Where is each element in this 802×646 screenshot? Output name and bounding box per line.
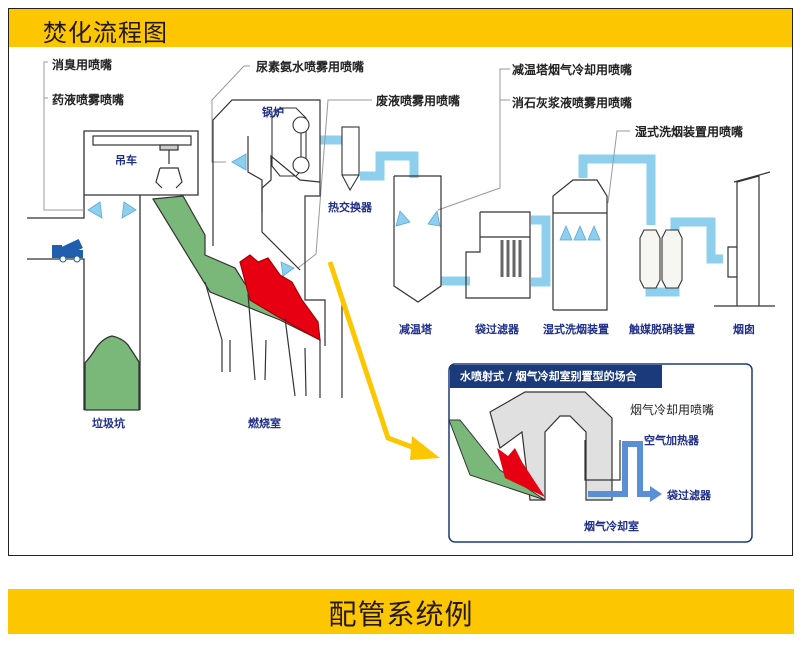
inset-arrow: [327, 261, 440, 460]
inset-flue-gas-cooling-chamber: 烟气冷却室: [584, 520, 639, 533]
label-combustion-chamber: 燃烧室: [248, 417, 281, 430]
truck-icon: [52, 238, 83, 263]
wet-scrubber: [552, 179, 608, 311]
label-heat-exchanger: 热交换器: [328, 201, 372, 214]
callout-urea-ammonia-nozzle: 尿素氨水喷雾用喷嘴: [256, 60, 365, 74]
header-bar: 焚化流程图: [9, 9, 792, 47]
label-catalytic-denitration: 触媒脱硝装置: [629, 323, 695, 336]
inset-panel: [448, 363, 753, 543]
spray-nozzles: [87, 153, 601, 277]
callout-wet-scrubber-nozzle: 湿式洗烟装置用喷嘴: [635, 125, 744, 139]
label-cooling-tower: 减温塔: [399, 323, 432, 336]
callout-lime-slurry-nozzle: 消石灰浆液喷雾用喷嘴: [512, 96, 633, 110]
crane: [92, 135, 192, 189]
cooling-tower: [393, 175, 442, 303]
label-chimney: 烟囱: [733, 323, 755, 336]
label-crane: 吊车: [115, 154, 137, 167]
inset-bag-filter: 袋过滤器: [667, 489, 711, 502]
callout-deodorize-nozzle: 消臭用喷嘴: [52, 58, 113, 72]
boiler: [271, 107, 360, 192]
section-title: 配管系统例: [328, 598, 474, 631]
chimney: [714, 171, 775, 307]
bag-filter: [465, 211, 531, 299]
inset-air-heater: 空气加热器: [644, 434, 699, 447]
label-boiler: 锅炉: [262, 106, 284, 119]
label-garbage-pit: 垃圾坑: [92, 417, 125, 430]
callout-chemical-spray-nozzle: 药液喷雾喷嘴: [52, 93, 125, 107]
label-wet-scrubber: 湿式洗烟装置: [543, 323, 609, 336]
callout-waste-liquid-nozzle: 废液喷雾用喷嘴: [376, 94, 461, 108]
flue-duct: [320, 135, 723, 297]
garbage-pit: [27, 130, 199, 411]
footer-bar: 配管系统例: [8, 589, 794, 634]
flow-diagram-frame: 焚化流程图: [8, 8, 793, 556]
inset-flue-gas-cooling-nozzle: 烟气冷却用喷嘴: [630, 403, 715, 417]
leader-lines: [43, 61, 630, 269]
furnace: [151, 99, 343, 398]
page-title: 焚化流程图: [43, 19, 168, 47]
catalytic-denitration: [639, 229, 683, 289]
label-bag-filter: 袋过滤器: [475, 323, 519, 336]
inset-title: 水喷射式 / 烟气冷却室别置型的场合: [450, 365, 662, 388]
callout-cooling-tower-nozzle: 减温塔烟气冷却用喷嘴: [512, 63, 633, 77]
